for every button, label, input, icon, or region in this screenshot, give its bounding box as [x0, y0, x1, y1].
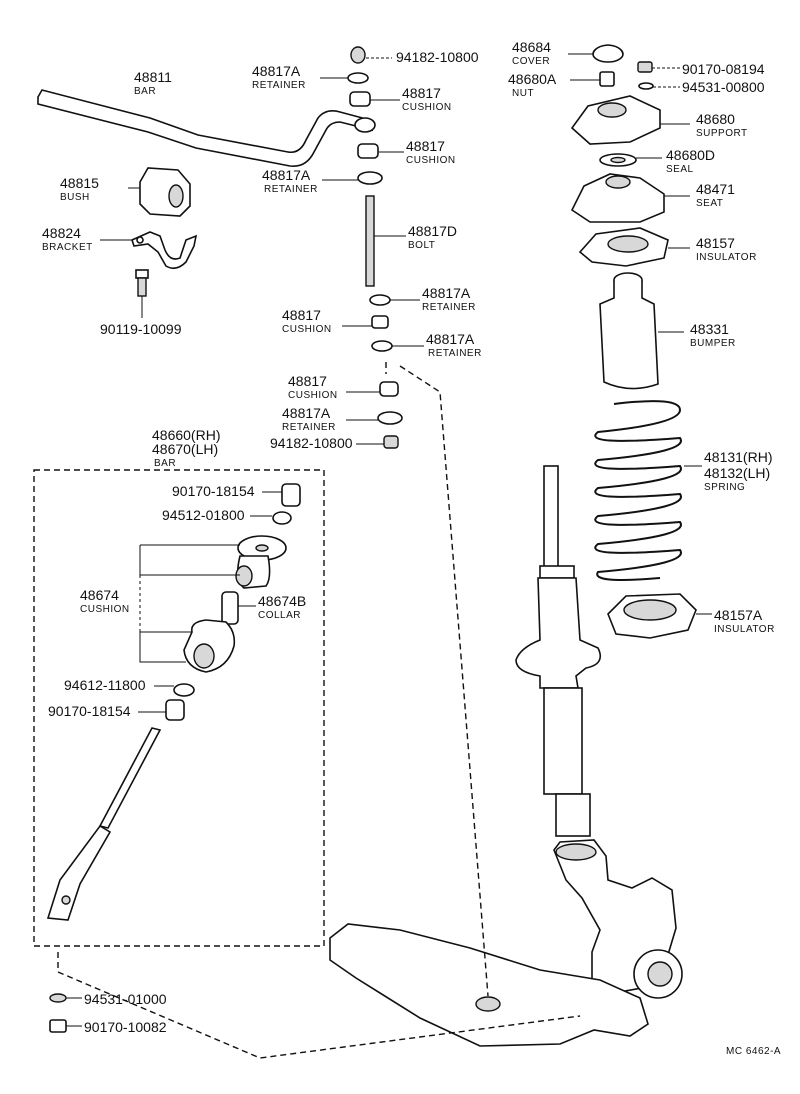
coil-spring-drawing: [594, 400, 702, 581]
label-48824-number: 48824: [42, 225, 81, 241]
label-48674-number: 48674: [80, 587, 119, 603]
label-48684-number: 48684: [512, 39, 551, 55]
steering-knuckle-drawing: [553, 839, 683, 999]
label-48817A-1-name: RETAINER: [252, 80, 306, 91]
label-48817A-5-name: RETAINER: [282, 422, 336, 433]
diagram-code: MC 6462-A: [726, 1046, 781, 1057]
label-48674B-name: COLLAR: [258, 610, 301, 621]
stabilizer-bar-drawing: [37, 89, 376, 168]
label-48817-2-number: 48817: [406, 138, 445, 154]
label-48132-number: 48132(LH): [704, 465, 770, 481]
label-94512-number: 94512-01800: [162, 507, 245, 523]
link-bolt-stack: [320, 46, 424, 449]
label-94182a-number: 94182-10800: [396, 49, 479, 65]
label-48817-4-name: CUSHION: [288, 390, 338, 401]
label-48331-number: 48331: [690, 321, 729, 337]
label-48817-3-name: CUSHION: [282, 324, 332, 335]
label-48817D-number: 48817D: [408, 223, 457, 239]
label-48157A-name: INSULATOR: [714, 624, 775, 635]
link-assembly-frame: [33, 469, 325, 947]
label-48157-number: 48157: [696, 235, 735, 251]
lower-arm-drawing: [329, 923, 649, 1047]
label-48157A-number: 48157A: [714, 607, 763, 623]
label-48817A-2-number: 48817A: [262, 167, 311, 183]
label-48131-number: 48131(RH): [704, 449, 772, 465]
label-48815-number: 48815: [60, 175, 99, 191]
label-48680A-number: 48680A: [508, 71, 557, 87]
label-48817-4-number: 48817: [288, 373, 327, 389]
bottom-fasteners-drawing: [49, 993, 82, 1033]
label-48670-number: 48670(LH): [152, 441, 218, 457]
label-48811-name: BAR: [134, 86, 156, 97]
label-94182b-number: 94182-10800: [270, 435, 353, 451]
label-48674B-number: 48674B: [258, 593, 306, 609]
label-48660-number: 48660(RH): [152, 427, 220, 443]
label-48680A-name: NUT: [512, 88, 534, 99]
label-48817-1-name: CUSHION: [402, 102, 452, 113]
label-48331-name: BUMPER: [690, 338, 736, 349]
label-48817D-name: BOLT: [408, 240, 435, 251]
label-48817A-3-number: 48817A: [422, 285, 471, 301]
label-48817A-4-name: RETAINER: [428, 348, 482, 359]
bumper-drawing: [599, 272, 684, 390]
bracket-drawing: [100, 231, 198, 270]
label-48680-name: SUPPORT: [696, 128, 748, 139]
label-48817A-3-name: RETAINER: [422, 302, 476, 313]
label-48824-name: BRACKET: [42, 242, 93, 253]
leader-dash-2: [57, 952, 581, 1059]
label-48471-name: SEAT: [696, 198, 723, 209]
label-48674-name: CUSHION: [80, 604, 130, 615]
leader-dash-1: [385, 362, 489, 997]
label-48132-name: SPRING: [704, 482, 745, 493]
label-90119-number: 90119-10099: [100, 321, 182, 337]
label-48817-2-name: CUSHION: [406, 155, 456, 166]
label-48811-number: 48811: [134, 69, 172, 85]
label-48471-number: 48471: [696, 181, 735, 197]
label-48680-number: 48680: [696, 111, 735, 127]
label-48817A-2-name: RETAINER: [264, 184, 318, 195]
link-assembly-drawing: [46, 483, 301, 921]
label-48817A-1-number: 48817A: [252, 63, 301, 79]
strut-top-drawing: [568, 44, 690, 267]
label-48684-name: COVER: [512, 56, 550, 67]
part-labels: 48811 BAR 48815 BUSH 48824 BRACKET 90119…: [42, 39, 781, 1057]
label-48670-name: BAR: [154, 458, 176, 469]
shock-absorber-drawing: [515, 465, 602, 837]
label-94531b-number: 94531-01000: [84, 991, 167, 1007]
label-94612-number: 94612-11800: [64, 677, 146, 693]
label-94531a-number: 94531-00800: [682, 79, 765, 95]
label-90170b-number: 90170-18154: [172, 483, 255, 499]
small-bolt-drawing: [135, 269, 149, 318]
label-48817-1-number: 48817: [402, 85, 441, 101]
label-48817-3-number: 48817: [282, 307, 321, 323]
bush-drawing: [128, 167, 191, 217]
label-48817A-5-number: 48817A: [282, 405, 331, 421]
lower-insulator-drawing: [607, 593, 712, 639]
label-48680D-name: SEAL: [666, 164, 694, 175]
label-90170c-number: 90170-18154: [48, 703, 131, 719]
label-48817A-4-number: 48817A: [426, 331, 475, 347]
label-90170d-number: 90170-10082: [84, 1019, 167, 1035]
label-48680D-number: 48680D: [666, 147, 715, 163]
label-48815-name: BUSH: [60, 192, 90, 203]
label-48157-name: INSULATOR: [696, 252, 757, 263]
label-90170a-number: 90170-08194: [682, 61, 765, 77]
